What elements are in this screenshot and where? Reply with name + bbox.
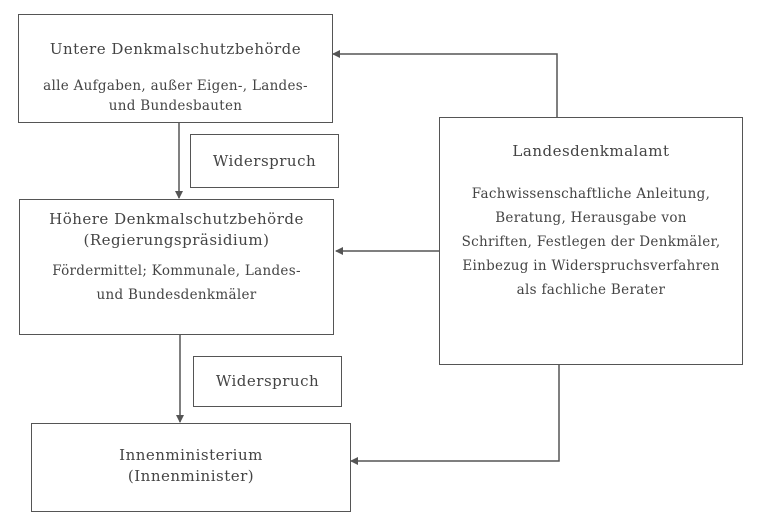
hoehere-line: Fördermittel; Kommunale, Landes-: [52, 263, 301, 279]
landes-title: Landesdenkmalamt: [512, 142, 670, 160]
landes-line: Beratung, Herausgabe von: [495, 210, 687, 226]
landes-line: Fachwissenschaftliche Anleitung,: [471, 186, 711, 202]
landes-line: Schriften, Festlegen der Denkmäler,: [461, 234, 721, 250]
widerspruch-label: Widerspruch: [212, 152, 317, 170]
box-innenministerium: Innenministerium (Innenminister): [31, 423, 351, 512]
landes-line: Einbezug in Widerspruchsverfahren: [462, 258, 720, 274]
box-hoehere-denkmalschutzbehoerde: Höhere Denkmalschutzbehörde (Regierungsp…: [19, 199, 334, 335]
untere-line: und Bundesbauten: [108, 98, 243, 114]
landes-line: als fachliche Berater: [516, 282, 666, 298]
box-widerspruch-2: Widerspruch: [193, 356, 342, 407]
hoehere-line: und Bundesdenkmäler: [96, 287, 257, 303]
untere-line: alle Aufgaben, außer Eigen-, Landes-: [43, 78, 308, 94]
innen-title: Innenministerium: [119, 446, 263, 464]
box-widerspruch-1: Widerspruch: [190, 134, 339, 188]
hoehere-title: Höhere Denkmalschutzbehörde: [49, 210, 304, 228]
box-landesdenkmalamt: Landesdenkmalamt Fachwissenschaftliche A…: [439, 117, 743, 365]
box-untere-denkmalschutzbehoerde: Untere Denkmalschutzbehörde alle Aufgabe…: [18, 14, 333, 123]
hoehere-subtitle: (Regierungspräsidium): [83, 231, 270, 249]
innen-subtitle: (Innenminister): [127, 467, 255, 485]
arrow-landes-to-untere: [332, 50, 558, 117]
widerspruch-label: Widerspruch: [215, 372, 320, 390]
untere-title: Untere Denkmalschutzbehörde: [49, 40, 302, 58]
arrow-landes-to-innen: [350, 365, 560, 465]
